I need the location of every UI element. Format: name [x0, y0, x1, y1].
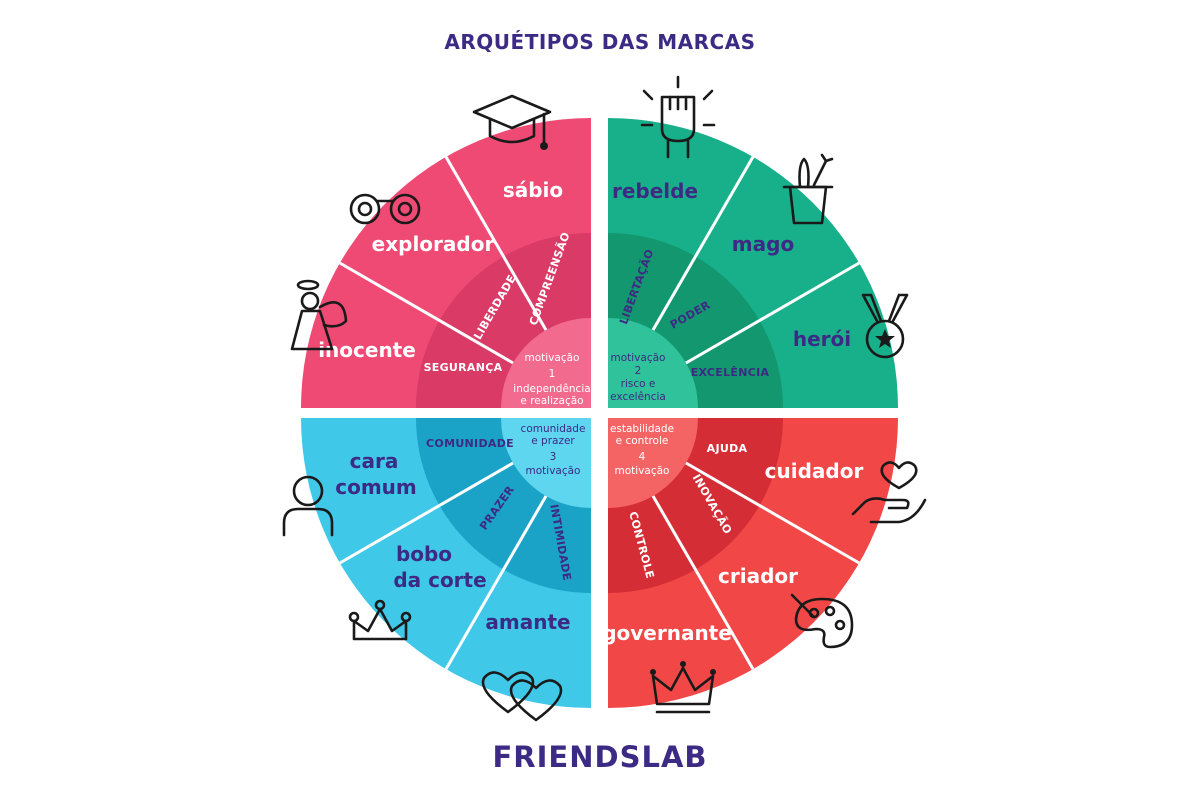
- friendslab-logo: FRIENDSLAB: [492, 740, 708, 774]
- hand-heart-icon: [851, 461, 927, 524]
- archetype-label: governante: [602, 621, 732, 645]
- quadrant-core-q4: [608, 418, 698, 508]
- slice-divider: [685, 461, 860, 565]
- motivation-line2: e prazer: [531, 435, 575, 447]
- motivation-line2: e realização: [520, 395, 583, 407]
- band-label: COMUNIDADE: [426, 437, 514, 450]
- crown-icon: [650, 661, 716, 714]
- binoculars-icon: [349, 193, 421, 225]
- quadrant-core-q2: [608, 318, 698, 408]
- archetype-label: cuidador: [765, 459, 864, 483]
- motivation-number: 2: [635, 365, 642, 377]
- motivation-label: motivação: [615, 465, 670, 477]
- motivation-number: 1: [549, 368, 556, 380]
- jester-hat-icon: [348, 599, 412, 641]
- motivation-label: motivação: [611, 352, 666, 364]
- band-label: AJUDA: [707, 442, 748, 455]
- archetype-label: cara: [350, 449, 399, 473]
- hearts-icon: [481, 671, 563, 722]
- slice-divider: [651, 156, 755, 331]
- archetype-label: rebelde: [612, 179, 698, 203]
- motivation-line1: risco e: [621, 378, 656, 390]
- slice-divider: [651, 495, 755, 670]
- motivation-number: 4: [639, 451, 646, 463]
- archetype-label: sábio: [503, 178, 563, 202]
- motivation-line1: estabilidade: [610, 423, 674, 435]
- motivation-line1: comunidade: [521, 423, 586, 435]
- motivation-label: motivação: [526, 465, 581, 477]
- angel-icon: [290, 279, 348, 351]
- slice-divider: [339, 261, 514, 365]
- slice-divider: [444, 156, 548, 331]
- archetype-label: mago: [732, 232, 794, 256]
- motivation-line2: e controle: [616, 435, 669, 447]
- palette-icon: [790, 593, 854, 649]
- archetype-label: amante: [485, 610, 570, 634]
- slice-divider: [339, 461, 514, 565]
- motivation-line2: excelência: [610, 391, 666, 403]
- archetype-label: explorador: [372, 232, 495, 256]
- quadrant-core-q3: [501, 418, 591, 508]
- archetype-label: herói: [793, 327, 851, 351]
- archetype-label: comum: [335, 475, 417, 499]
- archetype-label: criador: [718, 564, 798, 588]
- page-title: ARQUÉTIPOS DAS MARCAS: [444, 30, 756, 54]
- medal-icon: [861, 293, 909, 359]
- motivation-line1: independência: [513, 383, 590, 395]
- magic-hat-icon: [782, 153, 834, 225]
- raised-fist-icon: [640, 75, 716, 159]
- motivation-number: 3: [550, 451, 557, 463]
- archetype-label: da corte: [393, 568, 486, 592]
- archetype-label: bobo: [396, 542, 452, 566]
- quadrant-core-q1: [501, 318, 591, 408]
- slice-divider: [685, 261, 860, 365]
- person-icon: [282, 475, 334, 537]
- slice-divider: [444, 495, 548, 670]
- band-label: SEGURANÇA: [424, 361, 503, 374]
- band-label: EXCELÊNCIA: [691, 366, 770, 379]
- archetype-label: inocente: [318, 338, 416, 362]
- graduation-cap-icon: [472, 94, 552, 150]
- motivation-label: motivação: [525, 352, 580, 364]
